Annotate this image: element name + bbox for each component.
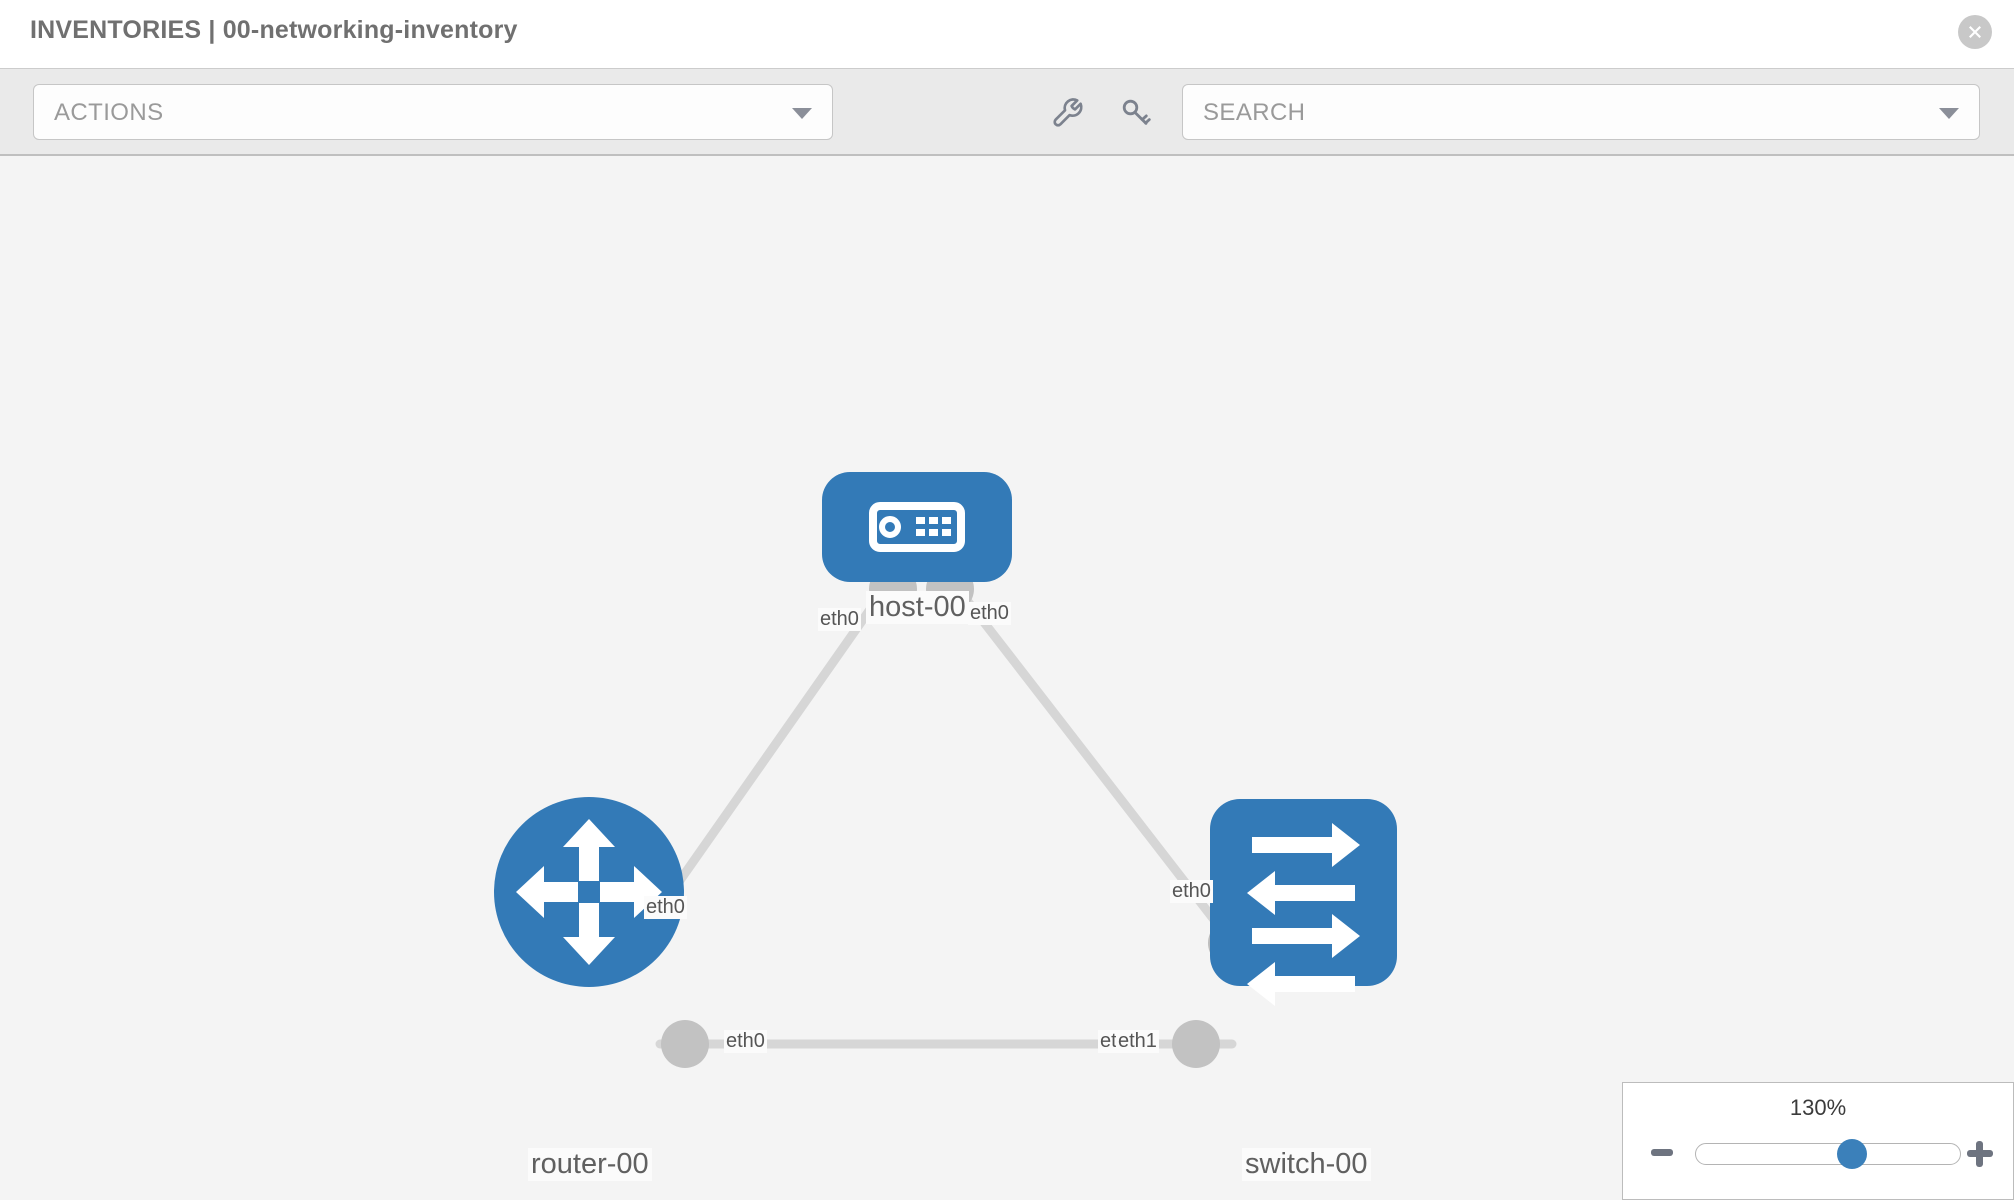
- iface-label: eth0: [818, 608, 861, 631]
- node-label-router-00: router-00: [528, 1148, 652, 1182]
- key-button[interactable]: [1117, 95, 1153, 131]
- zoom-slider-thumb[interactable]: [1836, 1139, 1867, 1169]
- toolbar: ACTIONS SEARCH: [0, 68, 2014, 156]
- router-arrows-icon: [516, 819, 662, 965]
- node-host-00[interactable]: [822, 472, 1012, 582]
- search-placeholder: SEARCH: [1203, 99, 1306, 126]
- key-icon: [1122, 99, 1151, 125]
- actions-dropdown[interactable]: ACTIONS: [33, 84, 833, 140]
- wrench-icon: [1053, 98, 1083, 127]
- node-router-00[interactable]: [494, 797, 684, 987]
- zoom-slider[interactable]: [1695, 1139, 1961, 1169]
- page-header: INVENTORIES | 00-networking-inventory: [0, 0, 2014, 68]
- node-label-host-00: host-00: [866, 591, 969, 625]
- chevron-down-icon: [792, 108, 812, 119]
- switch-arrows-icon: [1247, 823, 1360, 1006]
- zoom-out-button[interactable]: [1651, 1149, 1673, 1156]
- iface-label: eth1: [1116, 1030, 1159, 1053]
- close-icon: [1969, 26, 1981, 38]
- zoom-control-panel: 130%: [1622, 1082, 2014, 1200]
- zoom-level-value: 130%: [1789, 1095, 1847, 1120]
- connector-sockets: [661, 565, 1256, 1068]
- actions-dropdown-label: ACTIONS: [54, 99, 164, 126]
- search-input[interactable]: SEARCH: [1182, 84, 1980, 140]
- topology-canvas[interactable]: eth0 eth0 eth0 eth0 eth0 eth1 eth0 host-…: [0, 156, 2014, 1200]
- node-label-switch-00: switch-00: [1242, 1148, 1371, 1182]
- iface-label: eth0: [724, 1030, 767, 1053]
- iface-label: eth0: [968, 602, 1011, 625]
- link-host00-router00[interactable]: [643, 576, 895, 931]
- chevron-down-icon: [1939, 108, 1959, 119]
- zoom-slider-row: [1623, 1135, 2014, 1175]
- topology-graph: [494, 472, 1397, 1068]
- server-icon: [869, 502, 965, 552]
- page-title: INVENTORIES | 00-networking-inventory: [30, 16, 518, 44]
- zoom-in-button[interactable]: [1967, 1141, 1993, 1167]
- node-switch-00[interactable]: [1210, 799, 1397, 1006]
- iface-label: eth0: [1170, 880, 1213, 903]
- iface-label: eth0: [644, 896, 687, 919]
- wrench-button[interactable]: [1050, 95, 1086, 131]
- close-button[interactable]: [1958, 15, 1992, 49]
